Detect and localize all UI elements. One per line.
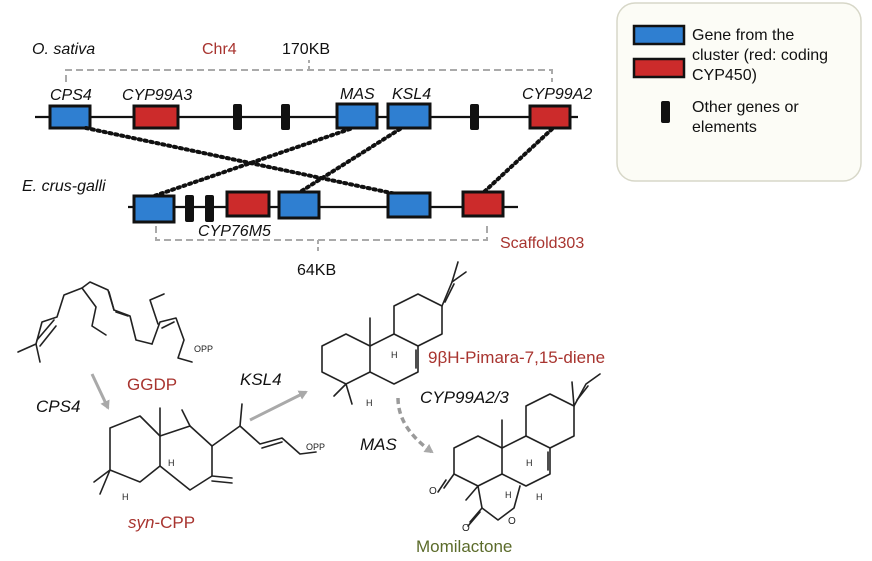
momilactone-structure: O O O H H H bbox=[429, 373, 601, 534]
gene-cyp99a2-top bbox=[528, 104, 572, 130]
gene-mas-bottom bbox=[386, 191, 432, 219]
pimaradiene-structure: H H bbox=[321, 261, 467, 408]
syn-cpp-label: syn-CPP bbox=[128, 513, 195, 532]
gene-cps4-top bbox=[48, 104, 92, 130]
momilactone-label: Momilactone bbox=[416, 537, 512, 556]
gene-label-mas: MAS bbox=[340, 86, 375, 103]
momilactone-o1: O bbox=[429, 486, 437, 497]
ggdp-label: GGDP bbox=[127, 375, 177, 394]
other-element-top-3 bbox=[470, 104, 479, 130]
top-span-label: 170KB bbox=[282, 41, 330, 58]
legend-gene-label: Gene from the cluster (red: coding CYP45… bbox=[692, 27, 833, 84]
ggdp-structure: OPP bbox=[17, 281, 213, 363]
other-element-top-2 bbox=[281, 104, 290, 130]
bottom-scaffold-label: Scaffold303 bbox=[500, 235, 584, 252]
arrow-mas bbox=[396, 397, 434, 454]
gene-label-cyp99a2: CYP99A2 bbox=[522, 86, 592, 103]
gene-ksl-bottom bbox=[277, 190, 321, 220]
other-element-top-1 bbox=[233, 104, 242, 130]
top-chromosome: O. sativa Chr4 170KB CPS4 CYP99A3 MAS KS… bbox=[32, 41, 592, 130]
momilactone-o2: O bbox=[462, 523, 470, 534]
top-species-label: O. sativa bbox=[32, 41, 95, 58]
legend-box bbox=[616, 2, 862, 182]
momilactone-h3: H bbox=[536, 492, 543, 502]
mas-enzyme-label: MAS bbox=[360, 435, 398, 454]
legend-red-gene-icon bbox=[632, 57, 686, 79]
pimaradiene-h2: H bbox=[366, 398, 373, 408]
other-element-bottom-2 bbox=[205, 195, 214, 222]
syn-cpp-h1: H bbox=[168, 458, 175, 468]
legend-other-label: Other genes or elements bbox=[692, 99, 803, 136]
gene-cps-bottom bbox=[132, 194, 176, 224]
bottom-span-label: 64KB bbox=[297, 262, 336, 279]
syn-cpp-structure: H H OPP bbox=[93, 403, 325, 502]
bottom-species-label: E. crus-galli bbox=[22, 178, 106, 195]
gene-mas-top bbox=[335, 102, 379, 130]
gene-label-cps4: CPS4 bbox=[50, 87, 92, 104]
link-mas bbox=[152, 127, 352, 198]
syn-cpp-opp: OPP bbox=[306, 442, 325, 452]
bottom-span-bracket bbox=[155, 226, 488, 241]
momilactone-o3: O bbox=[508, 516, 516, 527]
legend-blue-gene-icon bbox=[632, 24, 686, 46]
bottom-chromosome: E. crus-galli CYP76M5 Scaffold303 64KB bbox=[22, 178, 584, 279]
gene-ksl4-top bbox=[386, 102, 432, 130]
momilactone-h1: H bbox=[505, 490, 512, 500]
legend-other-element-icon bbox=[661, 101, 670, 123]
other-element-bottom-1 bbox=[185, 195, 194, 222]
synteny-links bbox=[84, 126, 554, 198]
arrow-cps4 bbox=[90, 373, 110, 410]
ggdp-opp: OPP bbox=[194, 344, 213, 354]
ksl4-enzyme-label: KSL4 bbox=[240, 370, 282, 389]
arrow-ksl4 bbox=[249, 390, 308, 422]
cyp99a2-3-enzyme-label: CYP99A2/3 bbox=[420, 388, 509, 407]
syn-cpp-h2: H bbox=[122, 492, 129, 502]
gene-label-ksl4: KSL4 bbox=[392, 86, 431, 103]
biosynthesis-pathway: OPP GGDP CPS4 H H OPP syn-CPP KSL4 bbox=[17, 261, 605, 556]
link-cyp99a2 bbox=[482, 127, 554, 194]
gene-label-cyp99a3: CYP99A3 bbox=[122, 87, 192, 104]
top-chromosome-label: Chr4 bbox=[202, 41, 237, 58]
link-cps4 bbox=[84, 126, 398, 196]
pimaradiene-h1: H bbox=[391, 350, 398, 360]
gene-cyp99a3-top bbox=[132, 104, 180, 130]
gene-label-cyp76m5: CYP76M5 bbox=[198, 223, 271, 240]
legend: Gene from the cluster (red: coding CYP45… bbox=[616, 2, 862, 182]
pimaradiene-label: 9βH-Pimara-7,15-diene bbox=[428, 348, 605, 367]
gene-cyp99a-bottom bbox=[461, 190, 505, 218]
top-span-bracket bbox=[65, 69, 553, 82]
momilactone-h2: H bbox=[526, 458, 533, 468]
link-ksl4 bbox=[298, 127, 402, 194]
gene-cyp76m5-bottom bbox=[225, 190, 271, 218]
cps4-enzyme-label: CPS4 bbox=[36, 397, 80, 416]
